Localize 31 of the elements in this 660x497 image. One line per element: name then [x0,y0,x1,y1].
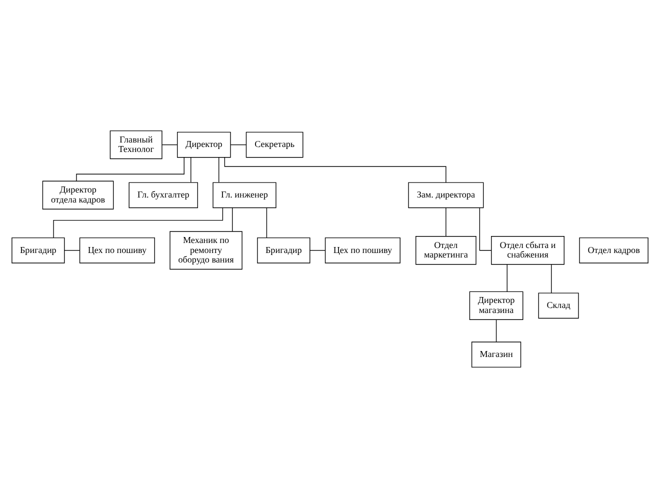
node-box: Отдел кадров [579,236,648,263]
connector [551,264,552,293]
node-box: Гл. инженер [212,182,276,208]
connector [230,144,247,145]
node-box: Главный Технолог [110,130,162,159]
node-box: Отдел сбыта и снабжения [491,236,564,264]
node-box: Директор отдела кадров [42,180,114,209]
connector [506,264,508,292]
connector [76,156,184,181]
connector [190,156,192,182]
node-box: Склад [538,292,579,318]
node-box: Отдел маркетинга [416,236,476,264]
node-box: Механик по ремонту оборудо вания [170,230,242,270]
node-box: Бригадир [12,236,65,263]
connector [232,207,233,232]
node-box: Секретарь [246,131,304,158]
node-box: Магазин [471,341,522,368]
connector [224,156,446,182]
node-box: Бригадир [257,236,310,263]
connector [479,207,492,250]
node-box: Гл. бухгалтер [128,182,198,208]
node-box: Директор [177,131,231,158]
node-box: Директор магазина [469,290,524,320]
node-box: Цех по пошиву [79,236,155,263]
connector [218,156,220,182]
connector [162,144,178,145]
node-box: Цех по пошиву [324,236,400,263]
node-box: Зам. директора [408,182,484,208]
connector [266,207,268,238]
connector [53,207,224,238]
connector [496,318,497,342]
